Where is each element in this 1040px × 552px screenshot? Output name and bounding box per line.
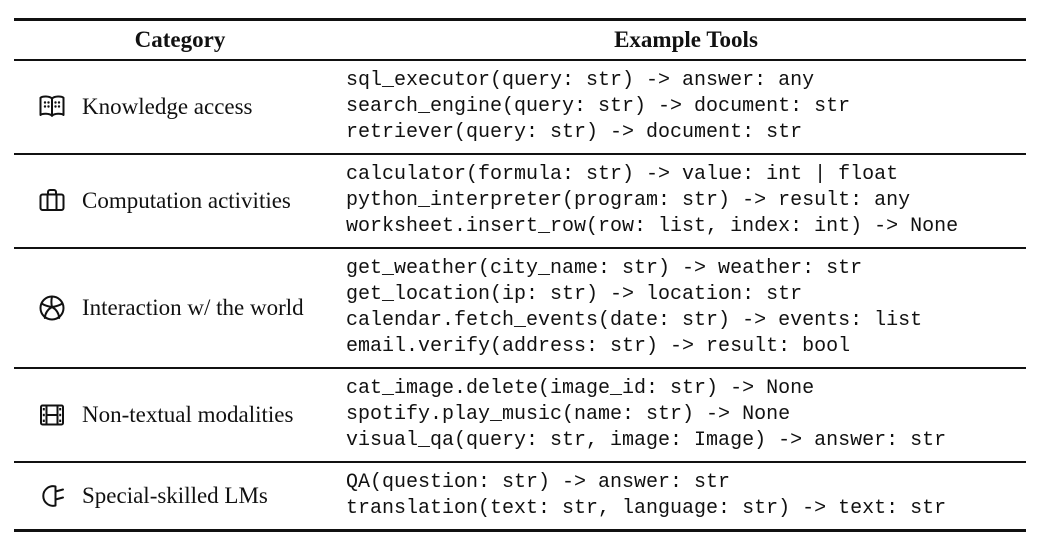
tool-signature: visual_qa(query: str, image: Image) -> a… xyxy=(346,429,947,452)
category-label: Computation activities xyxy=(82,188,291,213)
open-book-icon xyxy=(36,91,68,123)
category-label: Knowledge access xyxy=(82,94,253,119)
category-label: Special-skilled LMs xyxy=(82,483,268,508)
tool-signature: calendar.fetch_events(date: str) -> even… xyxy=(346,309,923,332)
category-cell: Interaction w/ the world xyxy=(14,292,346,324)
tool-signature: worksheet.insert_row(row: list, index: i… xyxy=(346,215,959,238)
tool-signature: QA(question: str) -> answer: str xyxy=(346,471,731,494)
tools-cell: calculator(formula: str) -> value: int |… xyxy=(346,162,1026,240)
tool-signature: sql_executor(query: str) -> answer: any xyxy=(346,69,815,92)
briefcase-icon xyxy=(36,185,68,217)
tool-signature: get_weather(city_name: str) -> weather: … xyxy=(346,257,863,280)
table-row: Knowledge access sql_executor(query: str… xyxy=(14,61,1026,153)
category-cell: Special-skilled LMs xyxy=(14,480,346,512)
table-row: Non-textual modalities cat_image.delete(… xyxy=(14,367,1026,461)
category-column-header: Category xyxy=(134,27,226,52)
tool-signature: search_engine(query: str) -> document: s… xyxy=(346,95,851,118)
tool-signature: python_interpreter(program: str) -> resu… xyxy=(346,189,911,212)
tool-signature: get_location(ip: str) -> location: str xyxy=(346,283,803,306)
tools-table: Category Example Tools Knowledge access xyxy=(14,18,1026,532)
tool-signature: spotify.play_music(name: str) -> None xyxy=(346,403,791,426)
tool-signature: retriever(query: str) -> document: str xyxy=(346,121,803,144)
tools-cell: get_weather(city_name: str) -> weather: … xyxy=(346,256,1026,360)
globe-icon xyxy=(36,292,68,324)
tool-signature: translation(text: str, language: str) ->… xyxy=(346,497,947,520)
category-cell: Knowledge access xyxy=(14,91,346,123)
category-label: Non-textual modalities xyxy=(82,402,294,427)
plug-icon xyxy=(36,480,68,512)
tool-signature: cat_image.delete(image_id: str) -> None xyxy=(346,377,815,400)
table-row: Special-skilled LMs QA(question: str) ->… xyxy=(14,461,1026,529)
category-cell: Computation activities xyxy=(14,185,346,217)
category-cell: Non-textual modalities xyxy=(14,399,346,431)
example-tools-column-header: Example Tools xyxy=(614,27,758,52)
tool-signature: calculator(formula: str) -> value: int |… xyxy=(346,163,899,186)
table-row: Computation activities calculator(formul… xyxy=(14,153,1026,247)
table-header-row: Category Example Tools xyxy=(14,21,1026,61)
category-label: Interaction w/ the world xyxy=(82,295,304,320)
table-row: Interaction w/ the world get_weather(cit… xyxy=(14,247,1026,367)
tools-cell: cat_image.delete(image_id: str) -> None … xyxy=(346,376,1026,454)
tool-signature: email.verify(address: str) -> result: bo… xyxy=(346,335,851,358)
film-icon xyxy=(36,399,68,431)
tools-cell: QA(question: str) -> answer: str transla… xyxy=(346,470,1026,522)
tools-cell: sql_executor(query: str) -> answer: any … xyxy=(346,68,1026,146)
